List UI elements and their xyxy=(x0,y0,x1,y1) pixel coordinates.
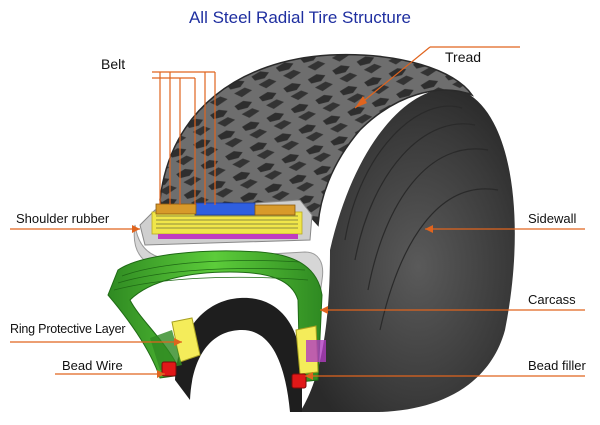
sidewall-grooves xyxy=(344,105,499,331)
inner-cavity-shape xyxy=(175,297,302,412)
label-bead-filler: Bead filler xyxy=(528,358,586,373)
bead-wire-left-shape xyxy=(161,361,177,377)
leader-lines xyxy=(10,46,585,377)
label-shoulder-rubber: Shoulder rubber xyxy=(16,211,110,226)
label-sidewall: Sidewall xyxy=(528,211,577,226)
belt-shoulder-insert-right xyxy=(254,204,296,216)
belt-shoulder-insert-left xyxy=(155,203,197,215)
diagram-title: All Steel Radial Tire Structure xyxy=(188,8,412,27)
label-belt: Belt xyxy=(101,56,126,72)
label-ring-protective-layer: Ring Protective Layer xyxy=(10,322,126,336)
bead-wire-right-shape xyxy=(291,373,307,389)
label-carcass: Carcass xyxy=(528,292,576,307)
label-bead-wire: Bead Wire xyxy=(62,358,123,373)
belt-layer-blue xyxy=(194,202,256,216)
label-tread: Tread xyxy=(445,49,482,65)
tire-tread-shape xyxy=(160,54,472,225)
belt-steel-cords xyxy=(156,215,298,229)
